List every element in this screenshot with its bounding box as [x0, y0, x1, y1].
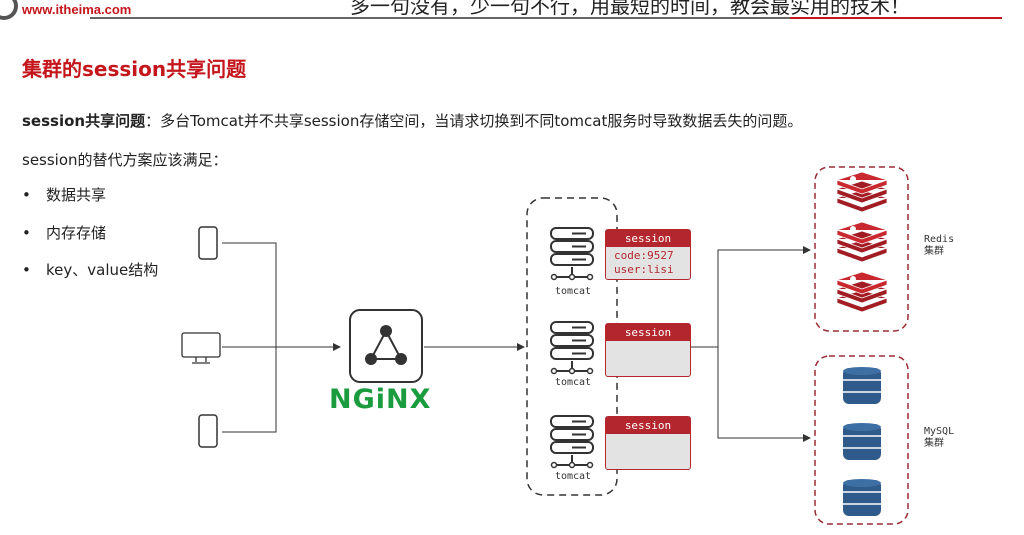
- bullet-item: •数据共享: [22, 186, 107, 204]
- slide-title: 集群的session共享问题: [22, 57, 247, 81]
- tomcat-label: tomcat: [554, 286, 592, 297]
- session-card: session: [605, 323, 691, 377]
- database-icon: [843, 479, 881, 516]
- phone-icon: [198, 414, 218, 448]
- header-divider-accent: [790, 17, 1002, 19]
- problem-text: ：多台Tomcat并不共享session存储空间，当请求切换到不同tomcat服…: [145, 112, 803, 130]
- bullet-item: •key、value结构: [22, 261, 159, 279]
- slogan: 多一句没有，少一句不行，用最短的时间，教会最实用的技术！: [350, 0, 910, 18]
- server-icon: [550, 415, 594, 469]
- nginx-logo-text: NGiNX: [329, 384, 432, 415]
- tomcat-label: tomcat: [554, 471, 592, 482]
- tomcat-cluster-box: [526, 197, 618, 496]
- problem-label: session共享问题: [22, 112, 146, 130]
- problem-statement: session共享问题：多台Tomcat并不共享session存储空间，当请求切…: [22, 110, 802, 131]
- redis-cluster-box: [814, 166, 909, 332]
- redis-icon: [835, 271, 889, 313]
- database-icon: [843, 367, 881, 404]
- bullet-item: •内存存储: [22, 224, 107, 242]
- monitor-icon: [181, 332, 221, 364]
- phone-icon: [198, 226, 218, 260]
- server-icon: [550, 227, 594, 281]
- server-icon: [550, 321, 594, 375]
- database-icon: [843, 423, 881, 460]
- nginx-icon: [349, 309, 423, 383]
- redis-icon: [835, 171, 889, 213]
- redis-icon: [835, 221, 889, 263]
- site-url: www.itheima.com: [22, 2, 132, 17]
- requirement-text: session的替代方案应该满足：: [22, 151, 228, 169]
- tomcat-label: tomcat: [554, 377, 592, 388]
- session-card: session: [605, 416, 691, 470]
- itheima-logo: [0, 0, 18, 20]
- mysql-cluster-box: [814, 355, 909, 525]
- header-divider: [90, 17, 790, 19]
